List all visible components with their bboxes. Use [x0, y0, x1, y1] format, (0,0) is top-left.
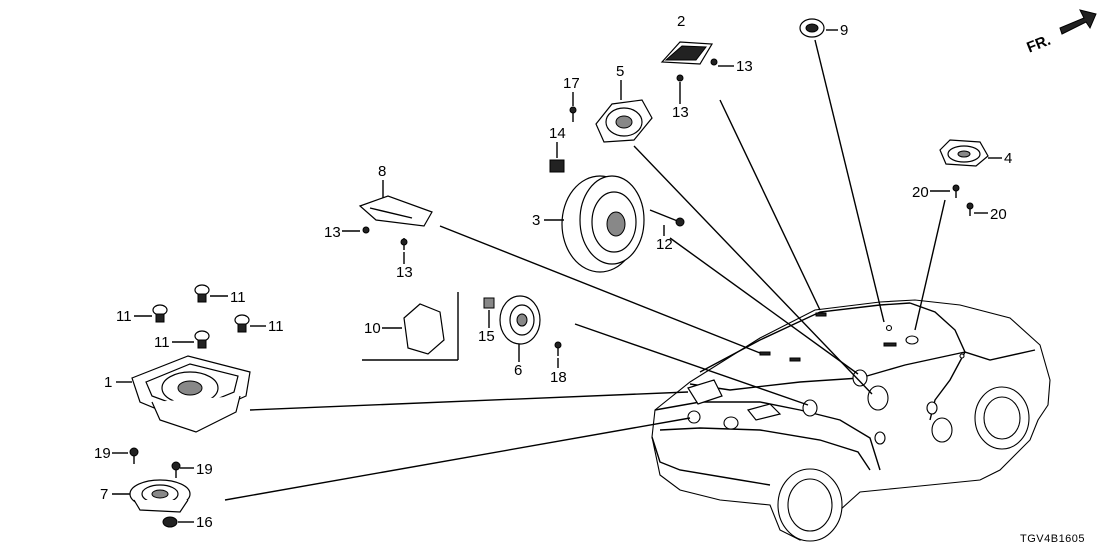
- part-label-1: 1: [104, 374, 112, 391]
- part-label-3: 3: [532, 212, 540, 229]
- speaker-part-1: [131, 355, 251, 433]
- screw-part-20: [952, 184, 974, 216]
- part-label-4: 4: [1004, 150, 1012, 167]
- part-label-9: 9: [840, 22, 848, 39]
- part-label-15: 15: [478, 328, 495, 345]
- part-label-2: 2: [677, 13, 685, 30]
- part-label-11-a: 11: [116, 308, 132, 325]
- part-label-11-b: 11: [230, 289, 246, 306]
- part-label-13-a: 13: [736, 58, 753, 75]
- grommet-part-9: [799, 18, 825, 38]
- part-label-13-c: 13: [324, 224, 341, 241]
- vehicle-outline: [651, 299, 1051, 542]
- clip-part-14: [549, 159, 565, 173]
- front-direction-indicator: FR.: [1024, 9, 1097, 57]
- speaker-part-4: [939, 139, 989, 167]
- bracket-part-8: [358, 195, 433, 250]
- clip-part-15: [483, 297, 495, 309]
- nut-part-11: [152, 284, 250, 349]
- leader-lines: [224, 39, 946, 501]
- screw-part-17: [569, 106, 577, 122]
- front-direction-label: FR.: [1024, 32, 1053, 57]
- part-label-20-b: 20: [990, 206, 1007, 223]
- part-label-16: 16: [196, 514, 213, 531]
- part-labels: 1 2 3 4 5 6 7 8 9 10 11 11 11 11 12 13 1…: [94, 13, 1012, 531]
- part-label-17: 17: [563, 75, 580, 92]
- part-label-5: 5: [616, 63, 624, 80]
- speaker-part-5: [595, 99, 653, 143]
- screw-part-18: [554, 341, 562, 356]
- speaker-part-3: [561, 175, 645, 273]
- speaker-part-6: [499, 295, 541, 345]
- seal-part-10: [403, 303, 445, 355]
- part-label-13-d: 13: [396, 264, 413, 281]
- bolt-part-12: [649, 209, 685, 227]
- part-label-18: 18: [550, 369, 567, 386]
- part-label-8: 8: [378, 163, 386, 180]
- part-label-19-a: 19: [94, 445, 111, 462]
- part-label-10: 10: [364, 320, 381, 337]
- part-label-19-b: 19: [196, 461, 213, 478]
- screw-part-19: [129, 447, 181, 478]
- part-label-11-d: 11: [154, 334, 170, 351]
- speaker-part-7: [129, 479, 191, 513]
- part-label-14: 14: [549, 125, 566, 142]
- part-label-12: 12: [656, 236, 673, 253]
- part-label-13-b: 13: [672, 104, 689, 121]
- diagram-code: TGV4B1605: [1020, 533, 1085, 545]
- part-label-11-c: 11: [268, 318, 284, 335]
- bracket-part-2: [660, 41, 718, 82]
- part-label-7: 7: [100, 486, 108, 503]
- part-label-6: 6: [514, 362, 522, 379]
- part-label-20-a: 20: [912, 184, 929, 201]
- clip-part-16: [162, 516, 178, 528]
